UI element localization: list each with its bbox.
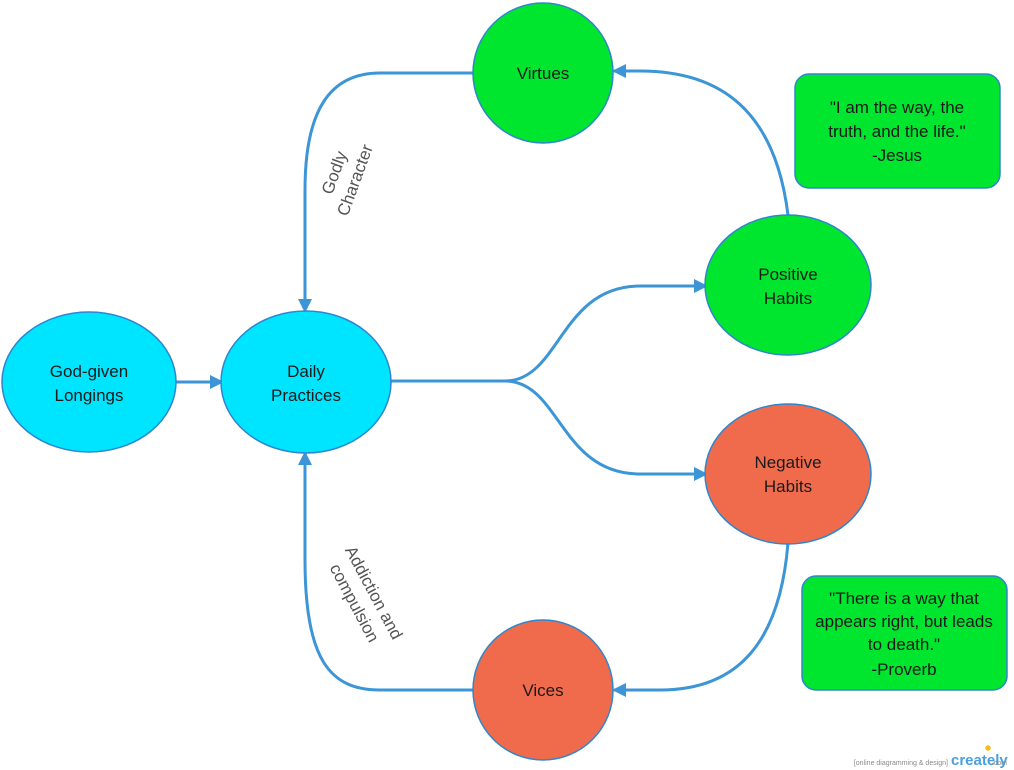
- node-god-given-longings[interactable]: God-given Longings: [1, 311, 177, 453]
- sparkle-icon: [985, 745, 991, 751]
- node-negative-line1: Negative: [754, 453, 821, 472]
- node-vices-line1: Vices: [522, 681, 563, 700]
- node-daily-practices[interactable]: Daily Practices: [220, 310, 392, 454]
- watermark-tagline: [online diagramming & design]: [854, 760, 948, 767]
- edges: [176, 64, 790, 697]
- node-practices-line1: Daily: [287, 362, 325, 381]
- edge-label-addiction-compulsion: Addiction and compulsion: [326, 543, 407, 646]
- edge-negative-to-vices: [612, 542, 790, 697]
- node-virtues-line1: Virtues: [517, 64, 570, 83]
- edge-positive-to-virtues: [612, 64, 790, 216]
- edge-label-godly-character: Godly Character: [318, 142, 377, 219]
- quote-jesus-line2: truth, and the life.": [828, 122, 965, 141]
- watermark-suffix: .com: [992, 760, 1007, 767]
- edge-practices-to-negative: [504, 379, 708, 481]
- node-practices-line2: Practices: [271, 386, 341, 405]
- node-negative-line2: Habits: [764, 477, 812, 496]
- edge-practices-to-positive: [390, 279, 708, 383]
- quote-jesus-line1: "I am the way, the: [830, 98, 964, 117]
- quote-proverb-line4: -Proverb: [871, 660, 936, 679]
- node-positive-line1: Positive: [758, 265, 818, 284]
- quote-box-jesus[interactable]: "I am the way, the truth, and the life."…: [794, 73, 1001, 189]
- node-virtues[interactable]: Virtues: [472, 2, 614, 144]
- quote-jesus-line3: -Jesus: [872, 146, 922, 165]
- creately-watermark[interactable]: [online diagramming & design] creately .…: [854, 745, 1009, 769]
- watermark-brand: creately: [951, 752, 1008, 769]
- quote-proverb-line2: appears right, but leads: [815, 612, 993, 631]
- quote-proverb-line1: "There is a way that: [829, 589, 979, 608]
- edge-vices-to-practices: [298, 451, 473, 692]
- node-negative-habits[interactable]: Negative Habits: [704, 403, 872, 545]
- quote-box-proverb[interactable]: "There is a way that appears right, but …: [801, 575, 1008, 691]
- node-longings-line2: Longings: [54, 386, 123, 405]
- edge-virtues-to-practices: [298, 71, 473, 313]
- node-vices[interactable]: Vices: [472, 619, 614, 761]
- node-positive-habits[interactable]: Positive Habits: [704, 214, 872, 356]
- node-positive-line2: Habits: [764, 289, 812, 308]
- quote-proverb-line3: to death.": [868, 635, 940, 654]
- node-longings-line1: God-given: [50, 362, 128, 381]
